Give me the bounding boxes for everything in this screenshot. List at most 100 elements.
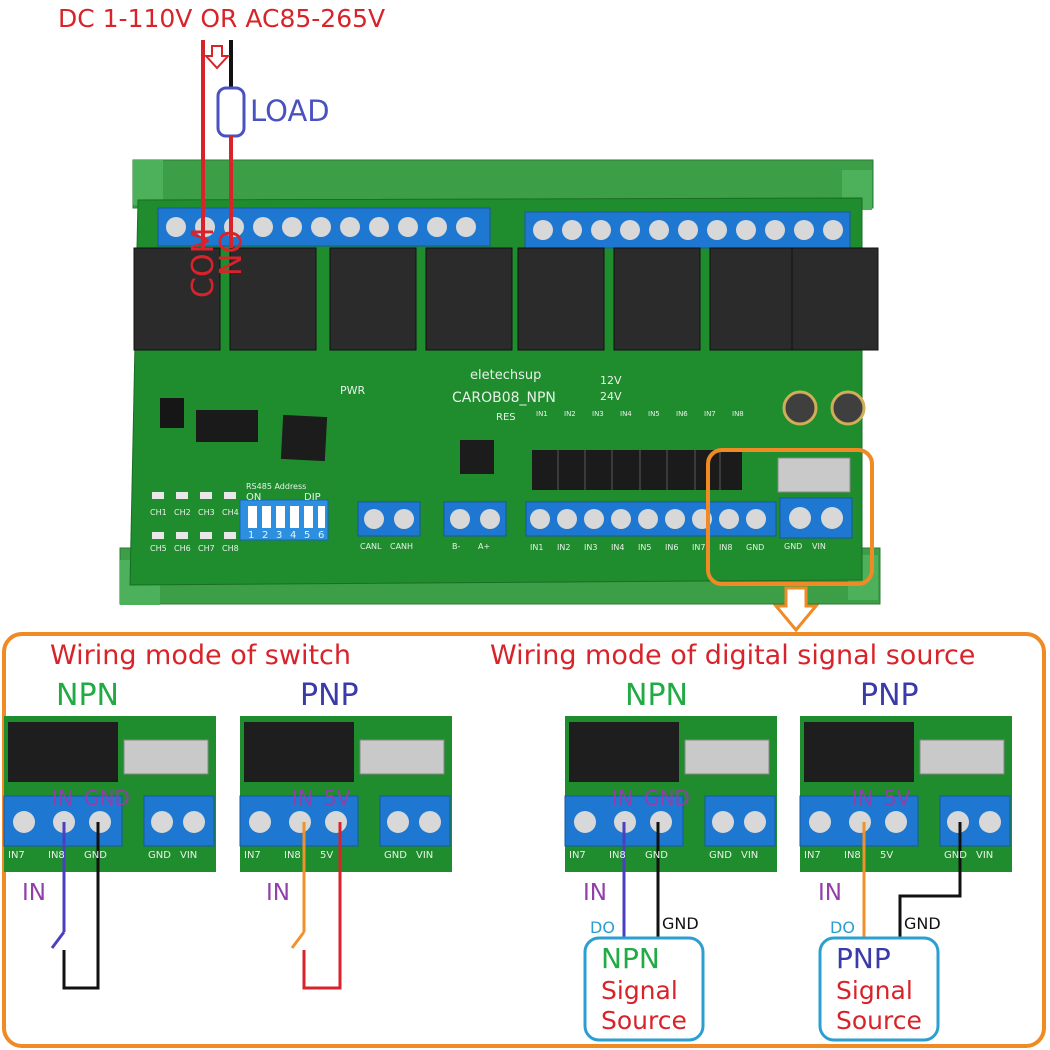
screw-terminal bbox=[707, 220, 727, 240]
supply-label: DC 1-110V OR AC85-265V bbox=[58, 4, 386, 33]
arrow-down-icon-2 bbox=[772, 586, 820, 633]
screw-terminal bbox=[591, 220, 611, 240]
terminal-label: CANL bbox=[360, 542, 382, 551]
relay-4 bbox=[425, 247, 513, 351]
relay-2 bbox=[229, 247, 317, 351]
screw-terminal bbox=[665, 509, 685, 529]
terminal-label: B- bbox=[452, 542, 461, 551]
terminal-label: A+ bbox=[478, 542, 491, 551]
terminal-label: VIN bbox=[812, 542, 826, 551]
arrow-down-icon bbox=[203, 45, 231, 70]
led-label: IN7 bbox=[704, 410, 716, 418]
load-label: LOAD bbox=[250, 94, 330, 128]
screw-terminal bbox=[427, 217, 447, 237]
screw-terminal bbox=[765, 220, 785, 240]
screw-terminal bbox=[282, 217, 302, 237]
voltage-regulator bbox=[777, 457, 851, 493]
relay-1 bbox=[133, 247, 221, 351]
screw-terminal bbox=[166, 217, 186, 237]
ic-chip-mcu bbox=[280, 414, 328, 462]
relay-5 bbox=[517, 247, 605, 351]
terminal-label: IN2 bbox=[557, 543, 571, 552]
load-symbol bbox=[216, 86, 246, 138]
screw-terminal bbox=[649, 220, 669, 240]
relay-3 bbox=[329, 247, 417, 351]
channel-label: CH5 bbox=[150, 544, 167, 553]
channel-label: CH4 bbox=[222, 508, 239, 517]
terminal-power bbox=[779, 497, 853, 539]
capacitor-2 bbox=[830, 390, 866, 426]
terminal-label: CANH bbox=[390, 542, 414, 551]
highlight-box bbox=[706, 448, 874, 586]
led-label: IN2 bbox=[564, 410, 576, 418]
label-dip: DIP bbox=[304, 492, 321, 503]
label-no: NO bbox=[214, 229, 249, 276]
label-12v: 12V bbox=[600, 374, 622, 387]
terminal-label: IN6 bbox=[665, 543, 679, 552]
screw-terminal bbox=[369, 217, 389, 237]
terminal-label: IN1 bbox=[530, 543, 544, 552]
channel-label: CH8 bbox=[222, 544, 239, 553]
ic-chip-small bbox=[460, 440, 494, 474]
screw-terminal bbox=[611, 509, 631, 529]
dip-number: 5 bbox=[304, 530, 311, 541]
channel-label: CH6 bbox=[174, 544, 191, 553]
label-rs485: RS485 Address bbox=[246, 482, 307, 491]
dip-number: 6 bbox=[318, 530, 325, 541]
top-terminal-row-right bbox=[524, 211, 851, 249]
led-label: IN6 bbox=[676, 410, 688, 418]
wiring-section-box bbox=[2, 632, 1046, 1048]
screw-terminal bbox=[638, 509, 658, 529]
channel-label: CH7 bbox=[198, 544, 215, 553]
ic-chip-left bbox=[196, 410, 258, 442]
screw-terminal bbox=[311, 217, 331, 237]
screw-terminal bbox=[557, 509, 577, 529]
led-label: IN5 bbox=[648, 410, 660, 418]
channel-label: CH2 bbox=[174, 508, 191, 517]
dip-number: 2 bbox=[262, 530, 269, 541]
terminal-485 bbox=[443, 501, 507, 537]
screw-terminal bbox=[253, 217, 273, 237]
screw-terminal bbox=[562, 220, 582, 240]
screw-terminal bbox=[746, 509, 766, 529]
transistor bbox=[160, 398, 184, 428]
screw-terminal bbox=[398, 217, 418, 237]
screw-terminal bbox=[620, 220, 640, 240]
dip-number: 3 bbox=[276, 530, 283, 541]
capacitor-1 bbox=[782, 390, 818, 426]
label-dip-on: ON bbox=[246, 492, 262, 503]
label-res: RES bbox=[496, 412, 516, 423]
terminal-inputs bbox=[525, 501, 777, 537]
screw-terminal bbox=[533, 220, 553, 240]
screw-terminal bbox=[823, 220, 843, 240]
channel-label: CH1 bbox=[150, 508, 167, 517]
board-brand: eletechsup bbox=[470, 368, 542, 383]
screw-terminal bbox=[736, 220, 756, 240]
relay-6 bbox=[613, 247, 701, 351]
board-model: CAROB08_NPN bbox=[452, 390, 556, 406]
relay-8 bbox=[791, 247, 879, 351]
terminal-can bbox=[357, 501, 421, 537]
channel-label: CH3 bbox=[198, 508, 215, 517]
screw-terminal bbox=[719, 509, 739, 529]
led-label: IN1 bbox=[536, 410, 548, 418]
terminal-label: IN4 bbox=[611, 543, 625, 552]
dip-number: 1 bbox=[248, 530, 255, 541]
led-label: IN4 bbox=[620, 410, 632, 418]
din-rail-left-clip bbox=[133, 160, 163, 205]
terminal-label: GND bbox=[784, 542, 803, 551]
terminal-label: IN3 bbox=[584, 543, 598, 552]
screw-terminal bbox=[530, 509, 550, 529]
led-label: IN8 bbox=[732, 410, 744, 418]
screw-terminal bbox=[794, 220, 814, 240]
terminal-label: IN7 bbox=[692, 543, 706, 552]
screw-terminal bbox=[456, 217, 476, 237]
screw-terminal bbox=[584, 509, 604, 529]
terminal-label: GND bbox=[746, 543, 765, 552]
label-pwr: PWR bbox=[340, 384, 366, 397]
screw-terminal bbox=[340, 217, 360, 237]
top-terminal-row-left bbox=[157, 207, 491, 247]
label-24v: 24V bbox=[600, 390, 622, 403]
led-label: IN3 bbox=[592, 410, 604, 418]
